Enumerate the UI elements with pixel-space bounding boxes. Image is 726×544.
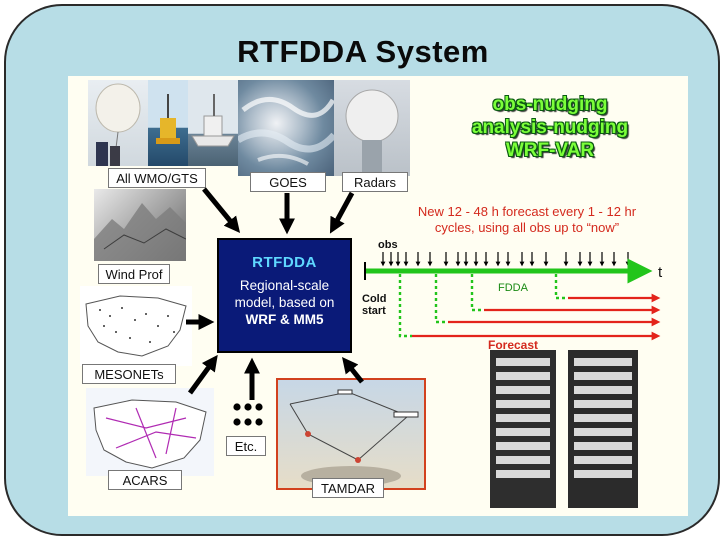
satellite-cloud-illustration xyxy=(238,97,334,166)
balloon-illustration xyxy=(95,83,141,166)
cold-start-label-line2: start xyxy=(362,305,386,317)
label-wind-prof: Wind Prof xyxy=(98,264,170,284)
label-tamdar: TAMDAR xyxy=(312,478,384,498)
time-axis-label: t xyxy=(658,264,663,281)
label-all-wmo-gts: All WMO/GTS xyxy=(108,168,206,188)
fdda-label: FDDA xyxy=(498,282,529,294)
assimilation-methods: obs-nudging analysis-nudging WRF-VAR xyxy=(430,93,670,162)
core-title: RTFDDA xyxy=(252,254,317,271)
method-wrf-var: WRF-VAR xyxy=(505,140,595,161)
ship-illustration xyxy=(191,94,235,147)
label-radars: Radars xyxy=(342,172,408,192)
method-obs-nudging: obs-nudging xyxy=(492,94,608,115)
buoy-photo xyxy=(148,80,188,166)
forecast-cycle-note: New 12 - 48 h forecast every 1 - 12 hr c… xyxy=(372,204,682,236)
forecast-note-line1: New 12 - 48 h forecast every 1 - 12 hr xyxy=(417,204,637,219)
server-racks-photo xyxy=(488,350,644,508)
core-description: Regional-scale model, based on WRF & MM5 xyxy=(219,277,350,328)
etc-dots xyxy=(233,403,263,426)
arrow-acars xyxy=(187,354,218,395)
forecast-arrows xyxy=(412,293,661,341)
us-map-illustration xyxy=(85,295,187,357)
acars-map xyxy=(86,388,214,476)
mesonet-map xyxy=(80,286,192,366)
balloon-photo xyxy=(88,80,148,166)
obs-label: obs xyxy=(378,239,398,251)
forecast-note-line2: cycles, using all obs up to “now” xyxy=(434,220,620,235)
label-acars: ACARS xyxy=(108,470,182,490)
core-line3: WRF & MM5 xyxy=(245,312,324,327)
radar-dome-illustration xyxy=(345,89,399,176)
flight-routes-illustration xyxy=(93,399,207,469)
arrow-radars xyxy=(329,191,355,234)
arrow-wmo xyxy=(202,187,241,233)
satellite-photo xyxy=(238,80,334,176)
forecast-label: Forecast xyxy=(488,338,538,352)
cold-start-label-line1: Cold xyxy=(362,293,386,305)
arrow-tamdar xyxy=(342,357,364,384)
label-etc: Etc. xyxy=(226,436,266,456)
label-goes: GOES xyxy=(250,172,326,192)
label-mesonets: MESONETs xyxy=(82,364,176,384)
core-line1: Regional-scale xyxy=(239,278,330,293)
forecast-start-drops xyxy=(398,274,568,338)
core-line2: model, based on xyxy=(234,295,335,310)
method-analysis-nudging: analysis-nudging xyxy=(471,117,629,138)
terrain-illustration xyxy=(94,203,186,261)
slide-title: RTFDDA System xyxy=(237,34,489,69)
rtfdda-model-box: RTFDDA Regional-scale model, based on WR… xyxy=(217,238,352,353)
buoy-illustration xyxy=(156,94,180,144)
radar-photo xyxy=(334,80,410,176)
server-racks-illustration xyxy=(490,350,638,508)
ship-photo xyxy=(188,80,238,166)
obs-arrow-group xyxy=(380,252,631,267)
windprof-photo xyxy=(94,189,186,261)
